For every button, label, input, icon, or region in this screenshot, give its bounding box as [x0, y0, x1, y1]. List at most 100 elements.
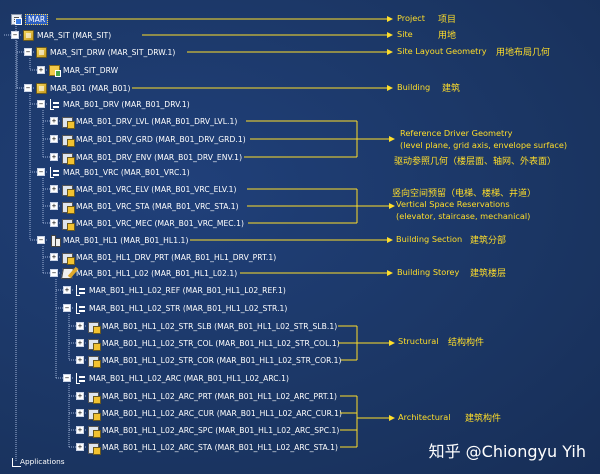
collapse-icon[interactable]: − [63, 304, 71, 312]
expand-icon[interactable]: + [50, 253, 58, 261]
tree-node[interactable]: MAR_B01_HL1_L02_ARC_CUR (MAR_B01_HL1_L02… [88, 406, 343, 421]
annot-ref-driver-sub: (level plane, grid axis, envelope surfac… [400, 140, 568, 150]
tree-node[interactable]: MAR_B01_HL1_L02_ARC (MAR_B01_HL1_L02_ARC… [75, 371, 289, 385]
cube-icon [88, 442, 101, 455]
tree-node[interactable]: MAR_B01_HL1 (MAR_B01_HL1.1) [49, 233, 188, 247]
tree-node-label: MAR_B01_HL1_L02_ARC_PRT (MAR_B01_HL1_L02… [102, 391, 337, 401]
tree-node[interactable]: MAR_SIT_DRW [49, 63, 118, 77]
tree-node-label: MAR_B01_HL1_L02_STR_SLB (MAR_B01_HL1_L02… [102, 321, 338, 331]
cube-icon [88, 391, 101, 404]
tree-node-label: MAR_B01_VRC_MEC (MAR_B01_VRC_MEC.1) [76, 218, 244, 228]
annot-building-cn: 建筑 [442, 84, 461, 94]
tree-node[interactable]: MAR_SIT_DRW (MAR_SIT_DRW.1) [36, 45, 175, 59]
tree-node-label: MAR_B01_VRC_ELV (MAR_B01_VRC_ELV.1) [76, 184, 237, 194]
tree-node[interactable]: MAR_B01_HL1_L02_STR_COL (MAR_B01_HL1_L02… [88, 336, 340, 351]
expand-icon[interactable]: + [50, 202, 58, 210]
expand-icon[interactable]: + [76, 322, 84, 330]
tree-node[interactable]: MAR_B01_DRV_GRD (MAR_B01_DRV_GRD.1) [62, 132, 246, 147]
collapse-icon[interactable]: − [24, 84, 32, 92]
watermark: 知乎 @Chiongyu Yih [428, 442, 586, 461]
collapse-icon[interactable]: − [63, 374, 71, 382]
annot-project-cn: 项目 [438, 15, 457, 25]
tree-node-label: MAR_SIT (MAR_SIT) [37, 30, 112, 40]
tree-node[interactable]: MAR_B01_HL1_L02_ARC_SPC (MAR_B01_HL1_L02… [88, 423, 339, 438]
tree-node[interactable]: MAR_B01_VRC_ELV (MAR_B01_VRC_ELV.1) [62, 182, 237, 197]
cube-icon [88, 408, 101, 421]
tree-node[interactable]: MAR_B01_HL1_L02_STR_SLB (MAR_B01_HL1_L02… [88, 319, 338, 334]
expand-icon[interactable]: + [76, 392, 84, 400]
cube-icon [88, 355, 101, 368]
tree-node-label: MAR_B01_DRV (MAR_B01_DRV.1) [63, 99, 190, 109]
expand-icon[interactable]: + [76, 426, 84, 434]
collapse-icon[interactable]: − [24, 48, 32, 56]
expand-icon[interactable]: + [63, 286, 71, 294]
applications-icon [11, 457, 22, 468]
expand-icon[interactable]: + [76, 409, 84, 417]
applications-node[interactable] [11, 455, 22, 469]
tree-node[interactable]: MAR_B01_HL1_L02_ARC_PRT (MAR_B01_HL1_L02… [88, 389, 337, 404]
tree-node[interactable]: MAR_B01_VRC_MEC (MAR_B01_VRC_MEC.1) [62, 216, 244, 231]
tree-node-label: MAR_B01 (MAR_B01) [50, 83, 131, 93]
annot-architectural-cn: 建筑构件 [465, 414, 502, 424]
collapse-icon[interactable]: − [37, 236, 45, 244]
document-icon [11, 13, 22, 25]
annot-architectural-en: Architectural [398, 412, 451, 422]
tree-node-label: MAR_B01_HL1_L02_STR_COR (MAR_B01_HL1_L02… [102, 355, 342, 365]
collapse-icon[interactable]: − [11, 31, 19, 39]
expand-icon[interactable]: + [76, 443, 84, 451]
annot-ref-driver-title: Reference Driver Geometry [400, 128, 513, 138]
expand-icon[interactable]: + [76, 339, 84, 347]
annot-site-cn: 用地 [438, 31, 457, 41]
collapse-icon[interactable]: − [50, 269, 58, 277]
tree-node[interactable]: MAR_B01_HL1_L02_REF (MAR_B01_HL1_L02_REF… [75, 283, 286, 297]
root-label: MAR [25, 13, 49, 25]
annot-ref-driver-cn: 驱动参照几何（楼层面、轴网、外表面） [394, 157, 557, 167]
tree-node[interactable]: MAR_B01_DRV_ENV (MAR_B01_DRV_ENV.1) [62, 150, 242, 165]
annot-section-en: Building Section [396, 234, 463, 244]
tree-node-label: MAR_B01_HL1_L02_ARC_CUR (MAR_B01_HL1_L02… [102, 408, 343, 418]
tree-icon [49, 166, 60, 178]
tree-node[interactable]: MAR_B01_HL1_L02 (MAR_B01_HL1_L02.1) [61, 266, 237, 280]
tree-node-label: MAR_SIT_DRW [63, 65, 119, 75]
tree-node-label: MAR_B01_DRV_GRD (MAR_B01_DRV_GRD.1) [76, 134, 246, 144]
cube-icon [88, 425, 101, 438]
tree-node[interactable]: MAR_B01_DRV (MAR_B01_DRV.1) [49, 97, 190, 111]
tree-node-label: MAR_B01_HL1_L02_ARC_STA (MAR_B01_HL1_L02… [102, 442, 339, 452]
tree-node[interactable]: MAR_B01_HL1_DRV_PRT (MAR_B01_HL1_DRV_PRT… [62, 250, 277, 265]
tree-node-label: MAR_B01_HL1_L02_REF (MAR_B01_HL1_L02_REF… [89, 285, 286, 295]
expand-icon[interactable]: + [37, 66, 45, 74]
applications-label: Applications [20, 457, 65, 466]
tree-node[interactable]: MAR_B01_HL1_L02_STR_COR (MAR_B01_HL1_L02… [88, 353, 342, 368]
annot-building-en: Building [397, 82, 431, 92]
tree-node-label: MAR_B01_HL1_L02_STR (MAR_B01_HL1_L02_STR… [89, 303, 288, 313]
tree-root[interactable]: MAR [11, 12, 49, 26]
tree-node-label: MAR_B01_HL1_L02_ARC (MAR_B01_HL1_L02_ARC… [89, 373, 290, 383]
tree-icon [75, 372, 86, 384]
expand-icon[interactable]: + [50, 219, 58, 227]
tree-icon [75, 284, 86, 296]
tree-node[interactable]: MAR_B01_HL1_L02_ARC_STA (MAR_B01_HL1_L02… [88, 440, 339, 455]
cube-icon [62, 201, 75, 214]
expand-icon[interactable]: + [50, 117, 58, 125]
tree-node[interactable]: MAR_SIT (MAR_SIT) [23, 28, 111, 42]
annot-vsr-sub: (elevator, staircase, mechanical) [396, 211, 531, 221]
expand-icon[interactable]: + [50, 153, 58, 161]
expand-icon[interactable]: + [50, 185, 58, 193]
cube-icon [88, 338, 101, 351]
tree-node[interactable]: MAR_B01_DRV_LVL (MAR_B01_DRV_LVL.1) [62, 114, 237, 129]
expand-icon[interactable]: + [76, 356, 84, 364]
tree-node-label: MAR_B01_HL1_L02_STR_COL (MAR_B01_HL1_L02… [102, 338, 340, 348]
tree-node[interactable]: MAR_B01 (MAR_B01) [36, 81, 131, 95]
tree-node-label: MAR_SIT_DRW (MAR_SIT_DRW.1) [50, 47, 176, 57]
tree-node[interactable]: MAR_B01_VRC_STA (MAR_B01_VRC_STA.1) [62, 199, 239, 214]
tree-node-label: MAR_B01_VRC (MAR_B01_VRC.1) [63, 167, 190, 177]
collapse-icon[interactable]: − [37, 168, 45, 176]
tree-node-label: MAR_B01_HL1_DRV_PRT (MAR_B01_HL1_DRV_PRT… [76, 252, 277, 262]
annot-project-en: Project [397, 13, 426, 23]
tree-node-label: MAR_B01_VRC_STA (MAR_B01_VRC_STA.1) [76, 201, 239, 211]
tree-node[interactable]: MAR_B01_VRC (MAR_B01_VRC.1) [49, 165, 190, 179]
annot-storey-cn: 建筑楼层 [470, 269, 507, 279]
tree-node[interactable]: MAR_B01_HL1_L02_STR (MAR_B01_HL1_L02_STR… [75, 301, 287, 315]
collapse-icon[interactable]: − [37, 100, 45, 108]
expand-icon[interactable]: + [50, 135, 58, 143]
